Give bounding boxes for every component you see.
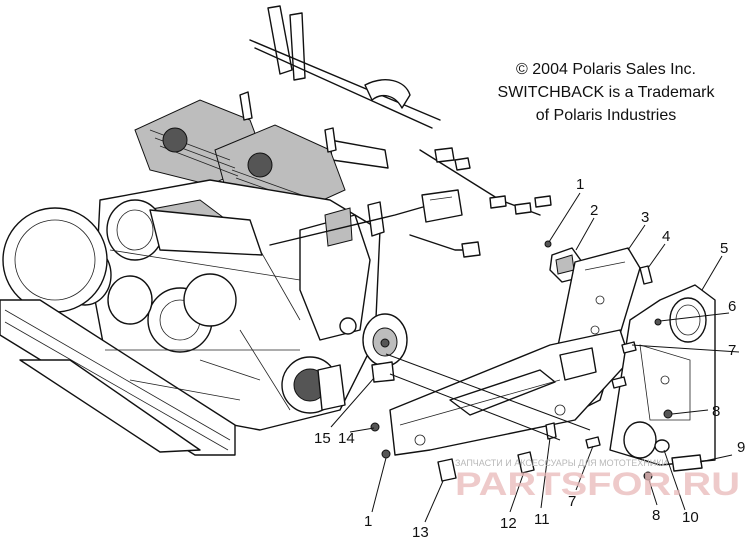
nut-part-6 [654, 318, 662, 326]
bolt-part-7-b [611, 376, 627, 389]
callout-6: 6 [728, 298, 736, 315]
copyright-line-1: © 2004 Polaris Sales Inc. [516, 61, 696, 78]
nut-part-8 [663, 409, 673, 419]
nut-part-1-top [544, 240, 552, 248]
callout-4: 4 [662, 228, 670, 245]
callout-5: 5 [720, 240, 728, 257]
callout-11: 11 [534, 511, 550, 528]
bolt-part-7-c [585, 436, 601, 449]
callout-14: 14 [338, 430, 355, 447]
callout-9: 9 [737, 439, 745, 456]
bolt-part-13 [437, 458, 457, 482]
callout-12: 12 [500, 515, 517, 532]
callout-8-right: 8 [712, 403, 720, 420]
callout-10: 10 [682, 509, 699, 526]
bolt-part-9 [671, 454, 703, 472]
engine-assembly [0, 5, 441, 456]
watermark-brand: PARTSFOR.RU [455, 466, 740, 502]
nut-part-14 [370, 422, 380, 432]
callout-7-bottom: 7 [568, 493, 576, 510]
nut-part-1-bottom [381, 449, 391, 459]
copyright-line-2: SWITCHBACK is a Trademark [498, 84, 716, 101]
leader-lines [330, 192, 740, 523]
callout-15: 15 [314, 430, 331, 447]
nut-part-8-b [643, 471, 653, 481]
callout-numbers: 1 2 3 4 5 6 7 8 9 10 8 7 11 12 13 1 14 1… [314, 176, 745, 541]
bolt-part-4 [639, 265, 653, 285]
callout-1-bottom: 1 [364, 513, 372, 530]
watermark-tagline: ЗАПЧАСТИ И АКСЕССУАРЫ ДЛЯ МОТОТЕХНИКИ [455, 458, 668, 468]
callout-1-top: 1 [576, 176, 584, 193]
callout-2: 2 [590, 202, 598, 219]
copyright-line-3: of Polaris Industries [536, 107, 677, 124]
callout-8-bottom: 8 [652, 507, 660, 524]
callout-13: 13 [412, 524, 429, 541]
callout-7-right: 7 [728, 342, 736, 359]
bolt-part-12 [517, 451, 535, 474]
callout-3: 3 [641, 209, 649, 226]
wiring-harness [269, 147, 552, 258]
engine-mount-part-15 [362, 313, 408, 383]
washer-part-10 [654, 439, 670, 453]
engine-mount-parts [362, 240, 716, 482]
